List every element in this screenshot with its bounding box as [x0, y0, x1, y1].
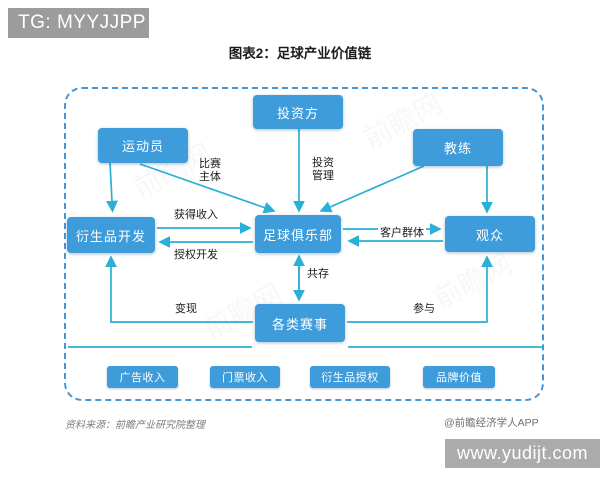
edge-label-gain-income: 获得收入	[174, 209, 218, 221]
url-watermark-overlay: www.yudijt.com	[445, 439, 600, 468]
app-credit: @前瞻经济学人APP	[444, 417, 539, 429]
node-events: 各类赛事	[255, 304, 345, 342]
node-derivative-development: 衍生品开发	[67, 217, 155, 253]
diagram-dashed-frame	[64, 87, 544, 401]
source-note: 资料来源：前瞻产业研究院整理	[65, 420, 205, 431]
edge-label-match-subject: 比赛主体	[199, 158, 221, 183]
node-brand-value: 品牌价值	[423, 366, 495, 388]
node-audience: 观众	[445, 216, 535, 252]
node-coach: 教练	[413, 129, 503, 166]
node-investor: 投资方	[253, 95, 343, 129]
edge-label-investment-management: 投资管理	[312, 157, 334, 182]
node-ticket-revenue: 门票收入	[210, 366, 280, 388]
node-derivative-licensing: 衍生品授权	[310, 366, 390, 388]
figure-title: 图表2：足球产业价值链	[228, 46, 372, 61]
node-athlete: 运动员	[98, 128, 188, 163]
telegram-badge: TG: MYYJJPP	[8, 8, 149, 38]
node-football-club: 足球俱乐部	[255, 215, 341, 253]
edge-label-customer-group: 客户群体	[378, 227, 426, 240]
edge-label-coexist: 共存	[307, 268, 329, 280]
edge-label-licensed-development: 授权开发	[174, 249, 218, 261]
edge-label-monetize: 变现	[175, 303, 197, 315]
node-ad-revenue: 广告收入	[107, 366, 178, 388]
edge-label-participate: 参与	[413, 303, 435, 315]
